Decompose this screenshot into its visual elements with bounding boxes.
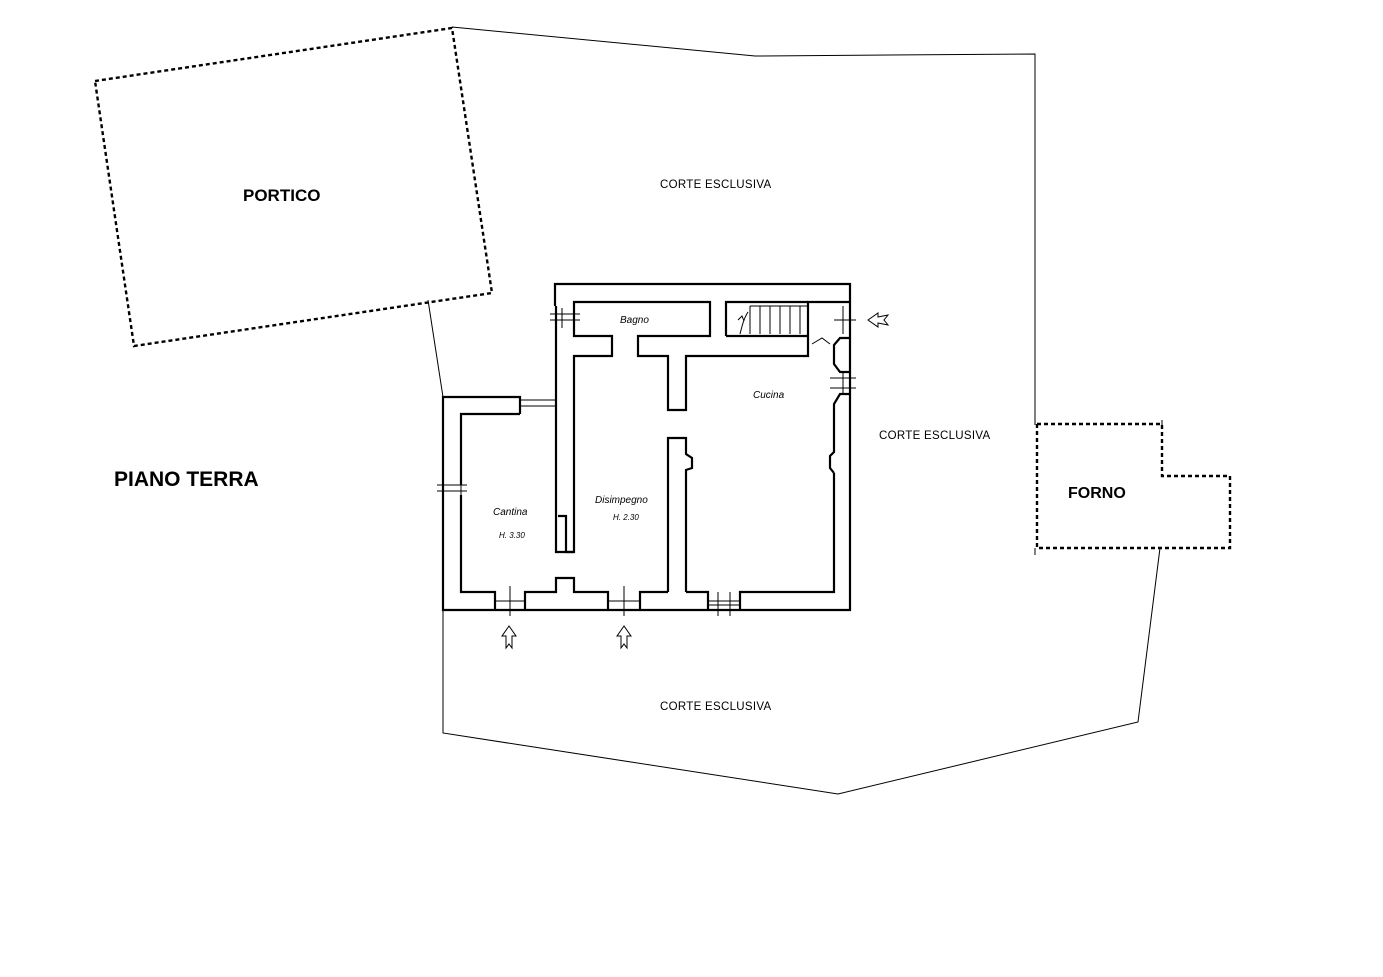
portico-label: PORTICO [243,186,320,205]
courtyard-label-north: CORTE ESCLUSIVA [660,179,771,191]
forno-outline [1035,422,1232,550]
floor-label: PIANO TERRA [114,468,259,491]
entrance-arrow-east [867,312,890,328]
portico-outline [93,26,494,348]
room-height-disimpegno: H. 2.30 [613,513,639,522]
courtyard-label-east: CORTE ESCLUSIVA [879,430,990,442]
room-height-cantina: H. 3.30 [499,531,525,540]
room-label-bagno: Bagno [620,315,649,326]
courtyard-label-south: CORTE ESCLUSIVA [660,701,771,713]
stairs [737,305,808,335]
room-label-disimpegno: Disimpegno [595,495,648,506]
forno-label: FORNO [1068,485,1126,502]
house-walls [441,282,852,612]
room-label-cantina: Cantina [493,507,528,518]
entrance-arrow-south-2 [616,625,632,650]
courtyard-boundary [427,26,1161,795]
openings [437,306,856,616]
room-label-cucina: Cucina [753,390,785,401]
entrance-arrow-south-1 [501,625,517,650]
